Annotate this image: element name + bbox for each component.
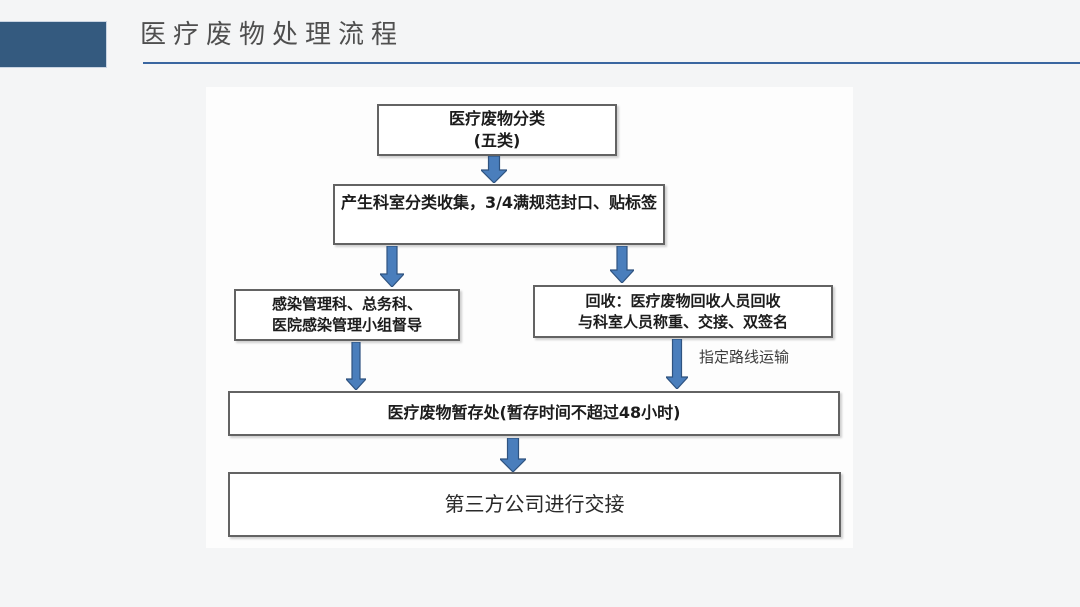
node-text-line: 医疗废物暂存处(暂存时间不超过48小时) [387,403,681,423]
node-text-line: 回收：医疗废物回收人员回收 [585,291,781,310]
flow-node-handover: 第三方公司进行交接 [228,472,841,537]
node-text-line: 医疗废物分类 [448,108,545,128]
flow-arrow-down-icon [481,156,507,183]
edge-label-designated-route: 指定路线运输 [699,348,790,366]
node-text-line: (五类) [473,131,521,150]
flow-arrow-down-icon [346,342,366,390]
node-text-line: 医院感染管理小组督导 [271,316,422,334]
node-text-line: 感染管理科、总务科、 [271,295,422,314]
title-underline [143,62,1080,64]
node-text-line: 第三方公司进行交接 [444,491,625,516]
flow-node-supervision: 感染管理科、总务科、 医院感染管理小组督导 [234,289,460,341]
flow-arrow-down-icon [666,339,688,389]
flow-node-collection: 产生科室分类收集，3/4满规范封口、贴标签 [333,184,665,245]
flow-node-storage: 医疗废物暂存处(暂存时间不超过48小时) [228,391,840,436]
flow-node-classification: 医疗废物分类 (五类) [377,104,617,156]
flow-node-recycle: 回收：医疗废物回收人员回收 与科室人员称重、交接、双签名 [533,285,833,338]
node-text-line: 与科室人员称重、交接、双签名 [577,312,788,331]
flow-arrow-down-icon [500,438,526,472]
title-accent-block [0,21,107,68]
page-title: 医疗废物处理流程 [140,20,405,50]
flow-arrow-down-icon [610,246,634,283]
node-text-line: 产生科室分类收集，3/4满规范封口、贴标签 [340,193,658,212]
flow-arrow-down-icon [380,246,404,287]
